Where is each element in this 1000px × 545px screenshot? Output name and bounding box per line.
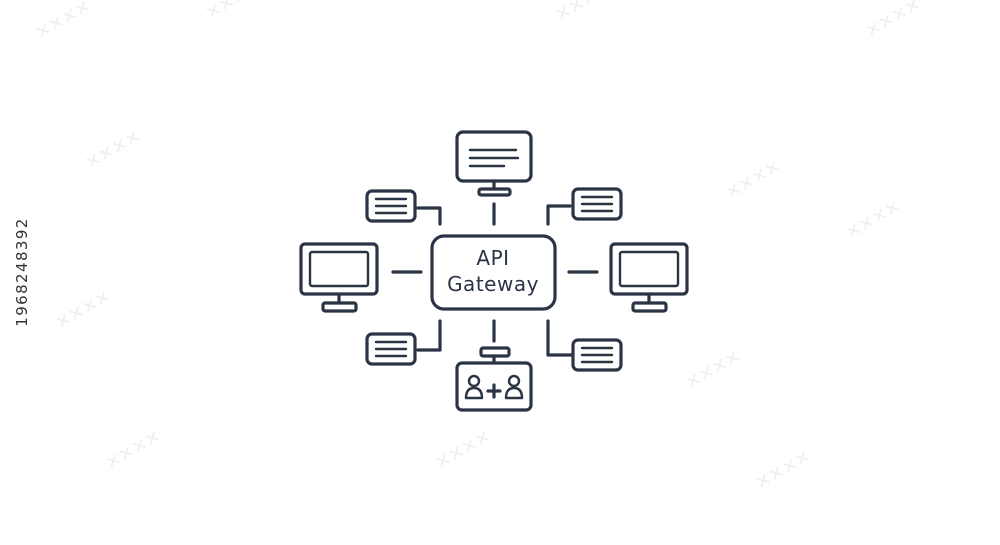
user-group-icon xyxy=(455,346,533,412)
message-card-icon xyxy=(571,187,623,221)
connector-lower-left xyxy=(416,319,442,352)
monitor-icon xyxy=(299,242,379,313)
api-gateway-node: API Gateway xyxy=(430,234,557,311)
svg-text:✕✕✕✕: ✕✕✕✕ xyxy=(82,126,145,174)
svg-text:✕✕✕✕: ✕✕✕✕ xyxy=(862,0,925,42)
svg-text:✕✕✕✕: ✕✕✕✕ xyxy=(552,0,615,26)
message-card-icon xyxy=(365,332,417,366)
message-card-icon xyxy=(571,338,623,372)
stock-image-id: 1968248392 xyxy=(13,217,31,327)
connector-lower-right xyxy=(546,319,574,357)
svg-text:✕✕✕✕: ✕✕✕✕ xyxy=(202,0,265,24)
svg-text:✕✕✕✕: ✕✕✕✕ xyxy=(752,446,815,494)
connector-upper-left xyxy=(416,206,442,226)
gateway-label-line2: Gateway xyxy=(447,272,539,296)
svg-text:✕✕✕✕: ✕✕✕✕ xyxy=(722,156,785,204)
monitor-icon xyxy=(609,242,689,313)
svg-text:✕✕✕✕: ✕✕✕✕ xyxy=(682,346,745,394)
svg-text:✕✕✕✕: ✕✕✕✕ xyxy=(102,426,165,474)
svg-text:✕✕✕✕: ✕✕✕✕ xyxy=(842,196,905,244)
message-card-icon xyxy=(365,189,417,223)
connectors xyxy=(391,202,599,357)
svg-text:✕✕✕✕: ✕✕✕✕ xyxy=(32,0,95,44)
gateway-label-line1: API xyxy=(476,246,509,270)
monitor-icon xyxy=(455,130,533,197)
svg-text:✕✕✕✕: ✕✕✕✕ xyxy=(52,286,115,334)
svg-text:✕✕✕✕: ✕✕✕✕ xyxy=(432,426,495,474)
connector-upper-right xyxy=(546,204,572,226)
